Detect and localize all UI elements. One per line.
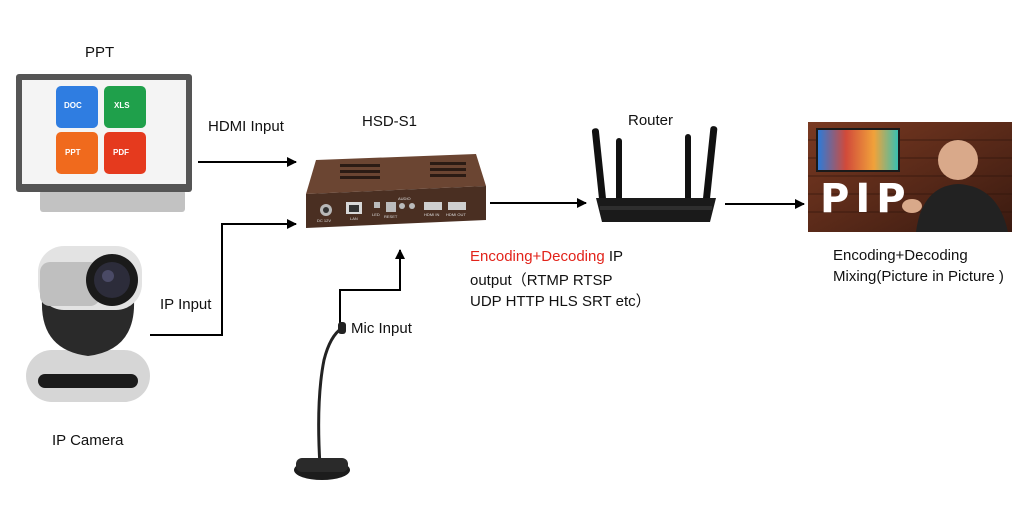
doc-tile-label: DOC xyxy=(64,101,82,110)
pdf-tile-icon xyxy=(104,132,146,174)
mic-input-label: Mic Input xyxy=(351,320,412,337)
hdmi-input-label: HDMI Input xyxy=(208,118,284,135)
port-label-hdmi-out: HDMI OUT xyxy=(446,212,466,217)
xls-tile-label: XLS xyxy=(114,101,130,110)
pip-caption-line2: Mixing(Picture in Picture ) xyxy=(833,268,1004,285)
doc-tile-icon xyxy=(56,86,98,128)
ppt-tile-icon xyxy=(56,132,98,174)
pdf-tile-label: PDF xyxy=(113,148,129,157)
port-label-hdmi-in: HDMI IN xyxy=(424,212,440,217)
port-label-audio: AUDIO xyxy=(398,196,411,201)
router-label: Router xyxy=(628,112,674,129)
encoding-red-text: Encoding+Decoding xyxy=(470,248,605,265)
ip-input-label: IP Input xyxy=(160,296,212,313)
port-label-led: LED xyxy=(372,212,380,217)
ip-input-arrow xyxy=(150,219,297,336)
ip-camera-label: IP Camera xyxy=(52,432,124,449)
hsd-s1-label: HSD-S1 xyxy=(362,113,418,130)
encoding-output-line2: output（RTMP RTSP xyxy=(470,272,613,289)
mic-input-arrow xyxy=(339,249,405,325)
xls-tile-icon xyxy=(104,86,146,128)
encoding-ip-text: IP xyxy=(604,248,624,265)
port-label-lan: LAN xyxy=(350,216,358,221)
pip-caption-line1: Encoding+Decoding xyxy=(833,247,968,264)
pip-overlay-text: PIP xyxy=(820,176,912,222)
ppt-tile-label: PPT xyxy=(65,148,81,157)
encoding-output-line1: Encoding+Decoding IP xyxy=(470,248,623,265)
ppt-label: PPT xyxy=(85,44,115,61)
port-label-reset: RESET xyxy=(384,214,398,219)
encoding-output-line3: UDP HTTP HLS SRT etc） xyxy=(470,293,651,310)
port-label-dc: DC 12V xyxy=(317,218,332,223)
